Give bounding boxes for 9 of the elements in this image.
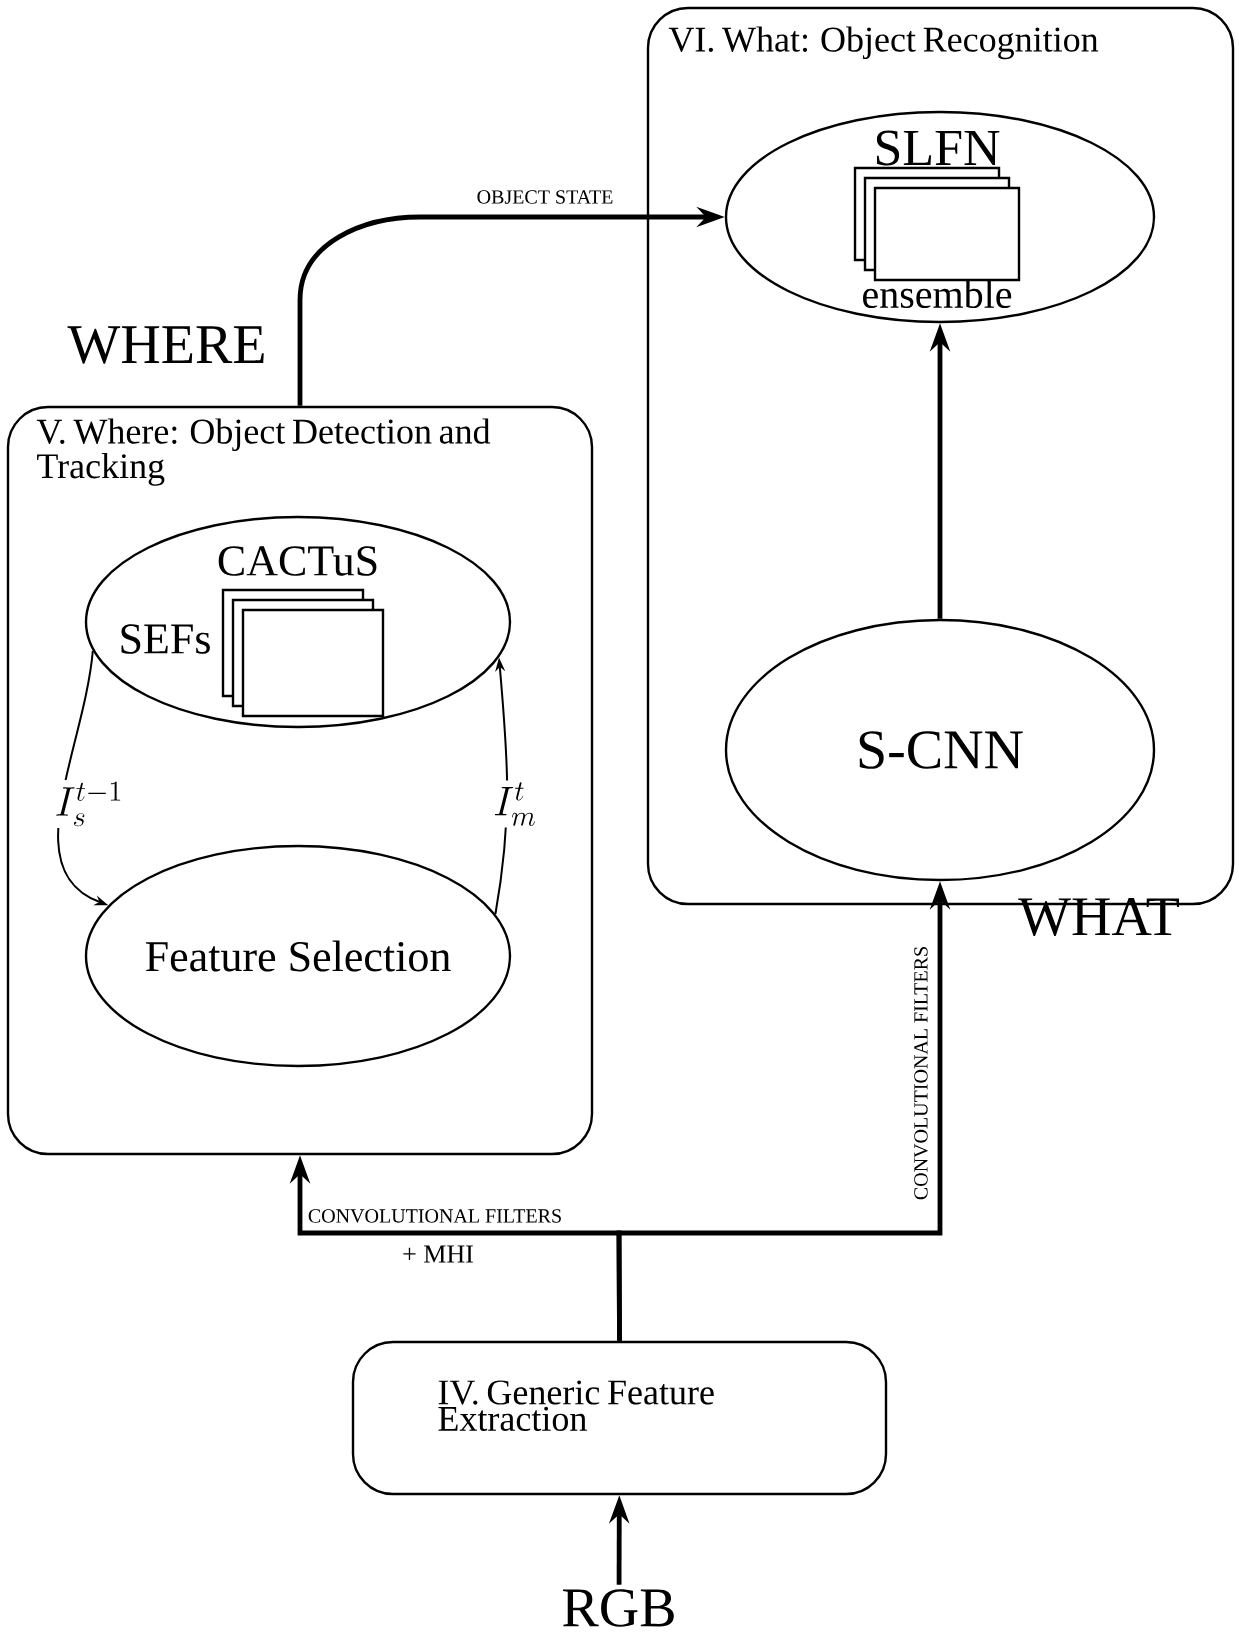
annotation: + MHI xyxy=(403,1245,473,1263)
edge-label: $I_m^t$ xyxy=(491,780,539,828)
edge-label: $I_s^{t-1}$ xyxy=(52,780,126,828)
input-label: RGB xyxy=(563,1589,674,1627)
edge-label: OBJECT STATE xyxy=(474,188,616,206)
edge-label: CONVOLUTIONAL FILTERS xyxy=(305,1207,565,1225)
edge-label: CONVOLUTIONAL FILTERS xyxy=(912,943,930,1203)
section-label: WHERE xyxy=(67,326,264,364)
panel: IV. Generic Feature Extraction xyxy=(351,1340,888,1496)
